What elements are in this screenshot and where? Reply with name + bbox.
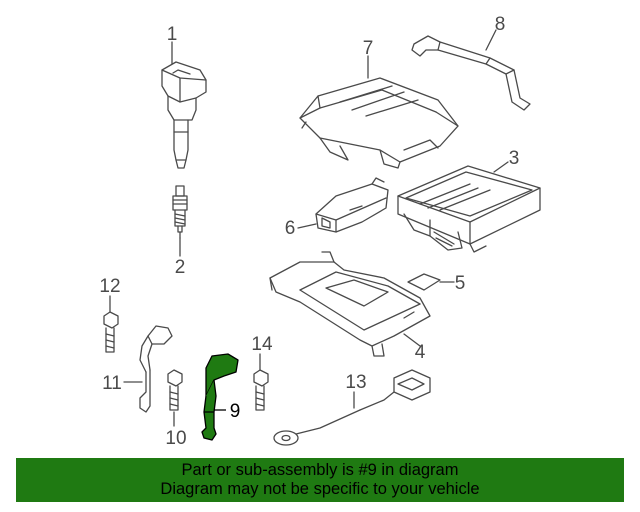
callout-9: 9 bbox=[230, 401, 241, 422]
part-bracket[interactable] bbox=[411, 35, 531, 111]
part-ecu[interactable] bbox=[397, 165, 541, 253]
callout-12: 12 bbox=[99, 276, 120, 297]
leader-6 bbox=[297, 223, 317, 229]
part-spark-plug[interactable] bbox=[172, 185, 188, 239]
part-bolt-14[interactable] bbox=[253, 369, 269, 411]
callout-4: 4 bbox=[415, 342, 426, 363]
leader-4 bbox=[403, 333, 421, 347]
banner-line-2: Diagram may not be specific to your vehi… bbox=[160, 480, 480, 498]
callout-10: 10 bbox=[165, 428, 186, 449]
part-module-bracket[interactable] bbox=[315, 177, 389, 233]
leader-8 bbox=[485, 29, 497, 51]
part-bolt-10[interactable] bbox=[167, 369, 183, 411]
callout-2: 2 bbox=[175, 257, 186, 278]
part-sensor-9-highlighted[interactable] bbox=[201, 353, 239, 441]
part-tray[interactable] bbox=[269, 251, 431, 357]
callout-1: 1 bbox=[167, 24, 178, 45]
banner-line-1: Part or sub-assembly is #9 in diagram bbox=[181, 461, 459, 479]
callout-3: 3 bbox=[509, 148, 520, 169]
parts-diagram: 1 2 3 4 5 6 7 8 9 10 11 12 13 14 bbox=[99, 14, 541, 449]
callout-11: 11 bbox=[102, 373, 122, 394]
info-banner: Part or sub-assembly is #9 in diagram Di… bbox=[16, 458, 624, 502]
callout-6: 6 bbox=[285, 218, 296, 239]
callout-13: 13 bbox=[345, 372, 366, 393]
part-ignition-coil[interactable] bbox=[161, 61, 207, 169]
callout-7: 7 bbox=[363, 38, 374, 59]
part-bolt-12[interactable] bbox=[103, 311, 119, 353]
leader-3 bbox=[493, 161, 509, 173]
part-sensor-11[interactable] bbox=[139, 325, 173, 413]
part-pad[interactable] bbox=[407, 273, 441, 291]
part-ecu-cover[interactable] bbox=[299, 77, 459, 169]
part-knock-sensor[interactable] bbox=[273, 369, 431, 446]
callout-14: 14 bbox=[251, 334, 273, 355]
callout-8: 8 bbox=[495, 14, 506, 35]
callout-5: 5 bbox=[455, 273, 466, 294]
